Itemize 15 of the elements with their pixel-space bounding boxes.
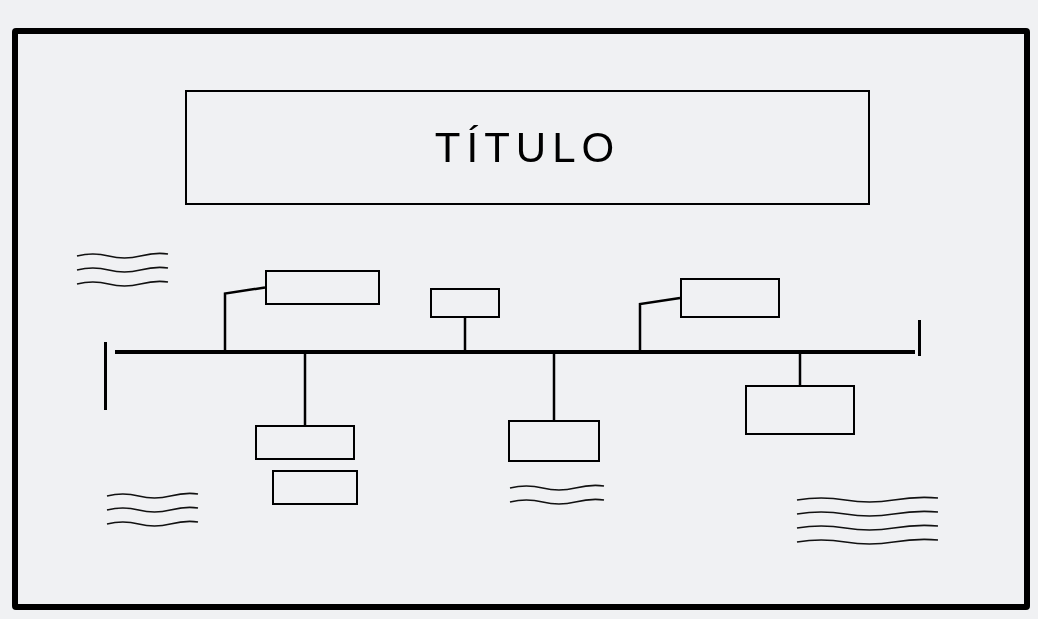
empty-box [272, 470, 358, 505]
empty-box [680, 278, 780, 318]
connector-line [638, 296, 681, 350]
title-text: TÍTULO [434, 123, 621, 173]
connector-line [303, 354, 307, 425]
connector-line [552, 354, 556, 420]
empty-box [265, 270, 380, 305]
connector-line [223, 286, 266, 350]
empty-box [508, 420, 600, 462]
connector-line [463, 318, 467, 350]
connector-line [798, 354, 802, 385]
empty-box [255, 425, 355, 460]
empty-box [430, 288, 500, 318]
empty-box [745, 385, 855, 435]
timeline-bar [115, 350, 915, 354]
